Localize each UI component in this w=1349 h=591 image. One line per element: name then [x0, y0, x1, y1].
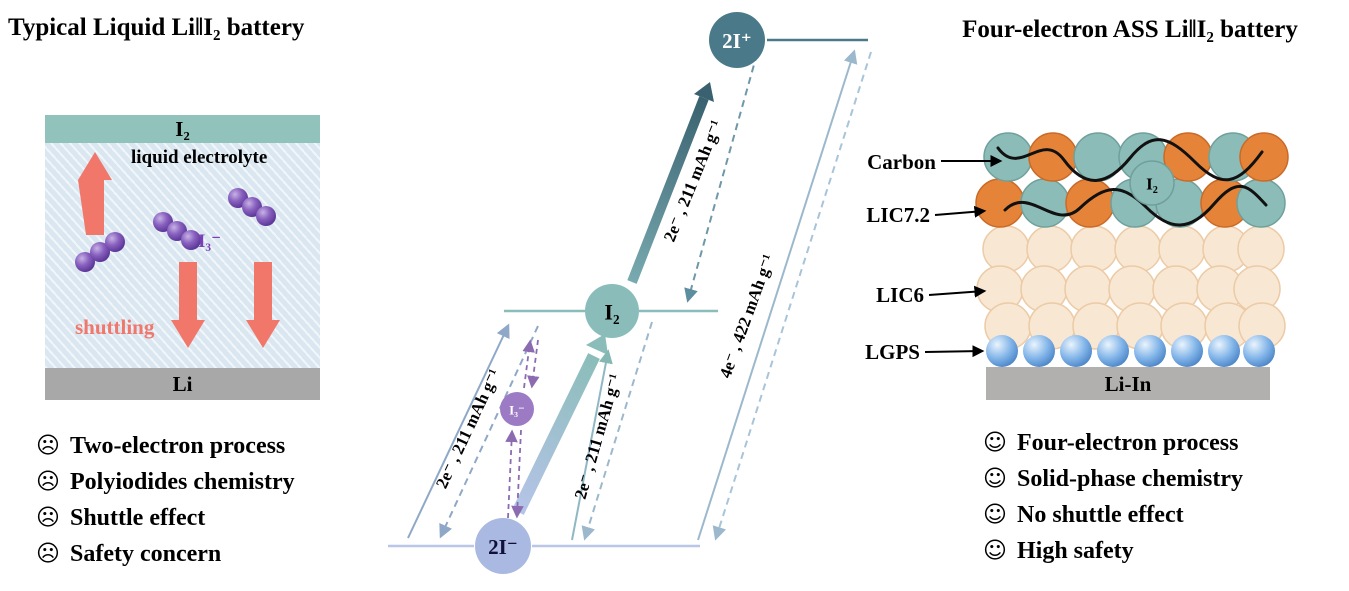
lgps-arrow-icon	[924, 345, 985, 358]
left-title: Typical Liquid Li‖I₂ battery	[8, 14, 305, 41]
lic6-label: LIC6	[876, 283, 924, 307]
list-item-label: Four-electron process	[1016, 430, 1239, 456]
shuttle-down-arrow	[246, 262, 280, 348]
edge-labels: 2e⁻ , 211 mAh g⁻¹ 2e⁻ , 211 mAh g⁻¹ 2e⁻ …	[432, 117, 778, 501]
happy-face-icon: ☺	[983, 466, 1007, 492]
list-item-label: Shuttle effect	[69, 505, 206, 531]
sad-face-icon: ☹	[36, 541, 60, 567]
sad-face-icon: ☹	[36, 469, 60, 495]
carbon-lic72-layer	[975, 132, 1289, 228]
list-item-label: No shuttle effect	[1016, 502, 1184, 528]
list-item-label: Polyiodides chemistry	[69, 469, 295, 495]
edge-label-center-2e: 2e⁻ , 211 mAh g⁻¹	[571, 372, 625, 502]
right-title: Four-electron ASS Li‖I₂ battery	[962, 16, 1298, 43]
list-item-label: Safety concern	[69, 541, 222, 567]
node-i2-circle	[585, 284, 639, 338]
li-in-bar	[986, 367, 1270, 400]
happy-face-icon: ☺	[983, 502, 1007, 528]
electrolyte-graphics	[75, 152, 280, 348]
list-item: ☹ Safety concern	[36, 541, 295, 568]
edge-label-right-4e: 4e⁻ , 422 mAh g⁻¹	[716, 252, 778, 381]
triiodide-label: I₃⁻	[198, 231, 222, 252]
species-nodes: 2I⁺ I₂ I₃⁻ 2I⁻	[475, 12, 765, 574]
carbon-label: Carbon	[867, 150, 936, 174]
node-i3-circle	[500, 392, 534, 426]
list-item: ☹ Two-electron process	[36, 433, 295, 460]
li-in-label: Li-In	[1105, 372, 1152, 396]
list-item-label: High safety	[1016, 538, 1134, 564]
triiodide-molecule	[75, 232, 125, 272]
lic6-arrow-icon	[928, 285, 987, 298]
node-2i-minus-circle	[475, 518, 531, 574]
electrolyte-region	[45, 143, 320, 368]
lgps-label: LGPS	[865, 340, 920, 364]
shuttle-down-arrow	[171, 262, 205, 348]
electrolyte-label: liquid electrolyte	[131, 147, 268, 168]
list-item: ☹ Shuttle effect	[36, 505, 295, 532]
list-item: ☺ Four-electron process	[983, 430, 1243, 457]
node-i3-label: I₃⁻	[509, 403, 525, 418]
cathode-bar: I₂	[45, 115, 320, 143]
list-item: ☹ Polyiodides chemistry	[36, 469, 295, 496]
liquid-battery-diagram: I₂	[45, 115, 320, 400]
triiodide-molecule	[228, 188, 276, 226]
lic72-arrow-icon	[934, 205, 987, 218]
iodine-particle: I₂	[1129, 160, 1175, 206]
shuttling-label: shuttling	[75, 315, 155, 339]
lic72-label: LIC7.2	[866, 203, 930, 227]
node-2i-plus-circle	[709, 12, 765, 68]
carbon-network-squiggle	[996, 138, 1268, 227]
node-i2-label: I₂	[604, 300, 620, 325]
edge-label-left-2e: 2e⁻ , 211 mAh g⁻¹	[432, 366, 504, 491]
cons-list: ☹ Two-electron process ☹ Polyiodides che…	[36, 433, 295, 568]
sad-face-icon: ☹	[36, 505, 60, 531]
list-item: ☺ High safety	[983, 538, 1243, 565]
iodine-particle-label: I₂	[1146, 175, 1158, 194]
list-item: ☺ Solid-phase chemistry	[983, 466, 1243, 493]
edge-label-top-2e: 2e⁻ , 211 mAh g⁻¹	[660, 117, 726, 244]
layer-callouts: Carbon LIC7.2 LIC6 LGPS	[865, 150, 1003, 364]
list-item-label: Solid-phase chemistry	[1016, 466, 1243, 492]
reaction-arrows	[407, 49, 872, 541]
anode-bar: Li	[45, 368, 320, 400]
triiodide-molecule	[153, 212, 201, 250]
pros-list: ☺ Four-electron process ☺ Solid-phase ch…	[983, 430, 1243, 565]
node-2i-plus-label: 2I⁺	[722, 29, 752, 53]
sad-face-icon: ☹	[36, 433, 60, 459]
node-2i-minus-label: 2I⁻	[488, 535, 518, 559]
lgps-layer	[986, 335, 1275, 367]
lic6-layer	[976, 225, 1286, 350]
list-item-label: Two-electron process	[69, 433, 286, 459]
happy-face-icon: ☺	[983, 538, 1007, 564]
happy-face-icon: ☺	[983, 430, 1007, 456]
shuttle-up-arrow	[78, 152, 112, 235]
list-item: ☺ No shuttle effect	[983, 502, 1243, 529]
energy-level-lines	[388, 38, 868, 548]
